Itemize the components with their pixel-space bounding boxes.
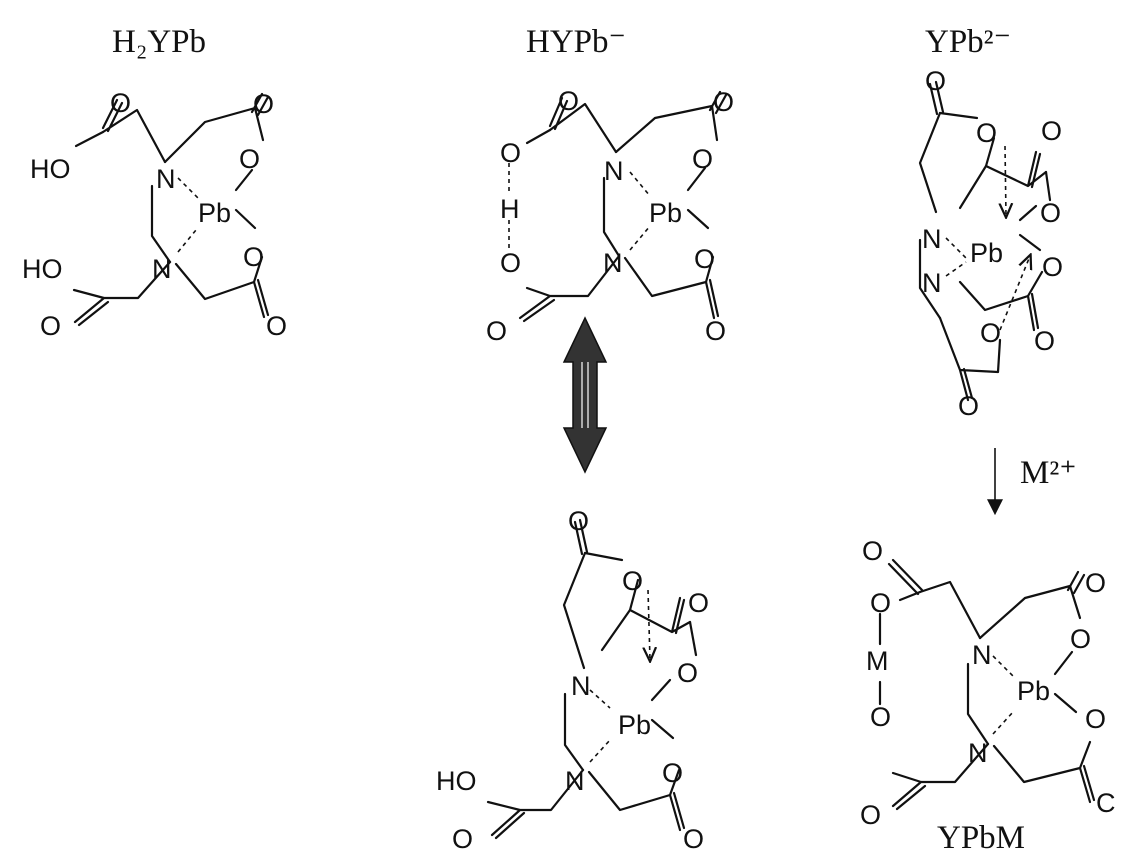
atom-n: N — [968, 738, 988, 768]
reaction-arrow: M²⁺ — [987, 448, 1077, 516]
atom-o: O — [688, 588, 709, 618]
atom-o: O — [976, 118, 997, 148]
atom-n: N — [571, 671, 591, 701]
atom-o: O — [1085, 704, 1106, 734]
structure-hypb-bottom: O O O N O Pb O HO N O O — [436, 506, 709, 854]
atom-o: O — [1070, 624, 1091, 654]
atom-ho: HO — [30, 154, 71, 184]
atom-o: O — [692, 144, 713, 174]
atom-pb: Pb — [1017, 676, 1050, 706]
atom-o: O — [1040, 198, 1061, 228]
structure-h2ypb: O HO N O O Pb O HO N O O — [22, 88, 287, 341]
atom-o: O — [110, 88, 131, 118]
atom-n: N — [156, 164, 176, 194]
atom-pb: Pb — [649, 198, 682, 228]
atom-n: N — [604, 156, 624, 186]
atom-o: O — [486, 316, 507, 346]
structure-ypbm: O O O N O M Pb O O N O C — [860, 536, 1116, 830]
atom-o: O — [253, 89, 274, 119]
structure-hypb-top: O O N O O H Pb O N O O O — [486, 86, 734, 346]
atom-pb: Pb — [618, 710, 651, 740]
atom-o: O — [958, 391, 979, 421]
equilibrium-arrow — [562, 316, 608, 474]
title-hypb: HYPb⁻ — [526, 24, 626, 60]
atom-o: O — [662, 758, 683, 788]
title-h2ypb: H₂YPb — [112, 24, 206, 60]
atom-o: O — [713, 87, 734, 117]
atom-n: N — [603, 248, 623, 278]
atom-c: C — [1096, 788, 1116, 818]
atom-o: O — [558, 86, 579, 116]
atom-o: O — [870, 588, 891, 618]
atom-o: O — [239, 144, 260, 174]
atom-o: O — [1041, 116, 1062, 146]
atom-o: O — [683, 824, 704, 854]
atom-ho: HO — [436, 766, 477, 796]
atom-o: O — [870, 702, 891, 732]
atom-o: O — [622, 566, 643, 596]
atom-o: O — [266, 311, 287, 341]
atom-pb: Pb — [198, 198, 231, 228]
atom-o: O — [40, 311, 61, 341]
atom-o: O — [500, 248, 521, 278]
atom-o: O — [243, 242, 264, 272]
atom-o: O — [1085, 568, 1106, 598]
atom-o: O — [860, 800, 881, 830]
atom-h: H — [500, 194, 520, 224]
atom-o: O — [862, 536, 883, 566]
atom-o: O — [925, 66, 946, 96]
reagent-label: M²⁺ — [1020, 455, 1077, 491]
atom-o: O — [1034, 326, 1055, 356]
atom-o: O — [452, 824, 473, 854]
atom-o: O — [980, 318, 1001, 348]
atom-n: N — [152, 254, 172, 284]
atom-ho: HO — [22, 254, 63, 284]
atom-o: O — [1042, 252, 1063, 282]
atom-o: O — [694, 244, 715, 274]
atom-o: O — [568, 506, 589, 536]
atom-o: O — [705, 316, 726, 346]
atom-n: N — [565, 766, 585, 796]
title-ypbm: YPbM — [937, 820, 1025, 856]
atom-n: N — [922, 224, 942, 254]
atom-pb: Pb — [970, 238, 1003, 268]
title-ypb2: YPb²⁻ — [925, 24, 1011, 60]
atom-n: N — [922, 268, 942, 298]
atom-o: O — [500, 138, 521, 168]
atom-m: M — [866, 646, 889, 676]
structure-ypb2: O O O O N Pb O N O O O — [918, 66, 1063, 421]
atom-n: N — [972, 640, 992, 670]
atom-o: O — [677, 658, 698, 688]
